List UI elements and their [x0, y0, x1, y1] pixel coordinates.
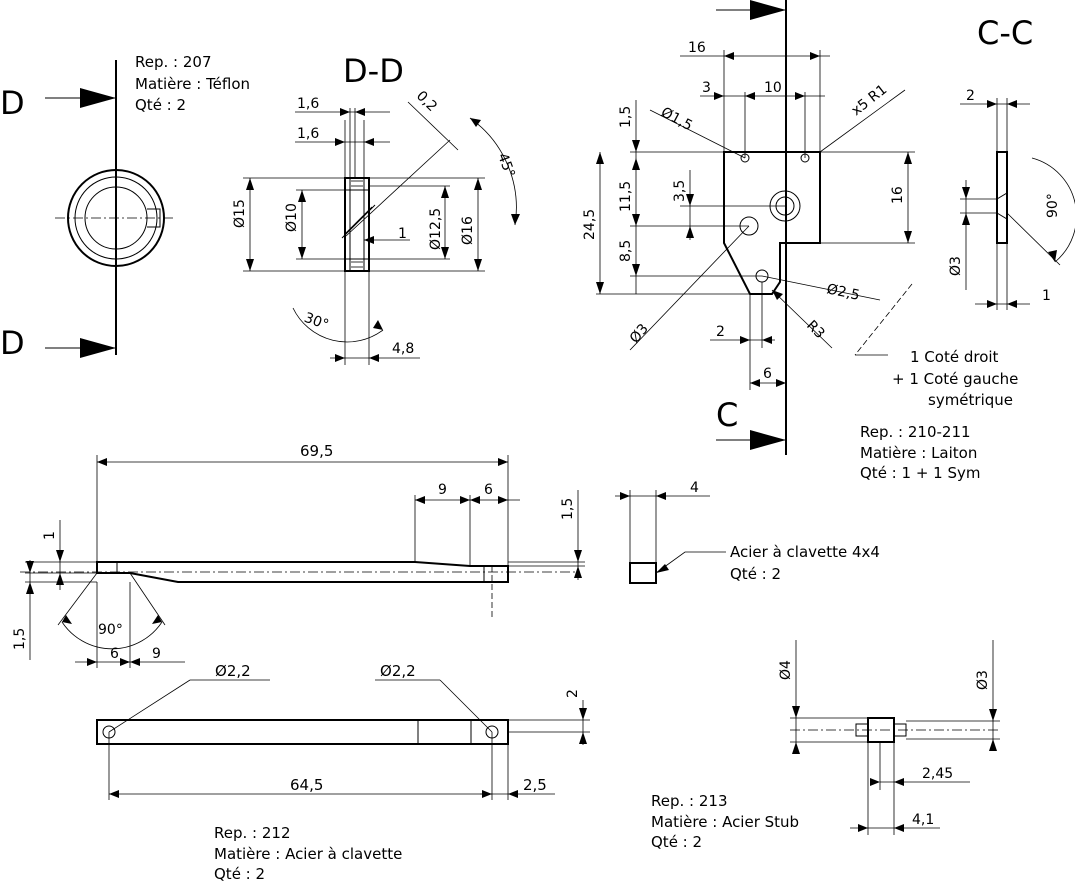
lever-side-outline: [96, 561, 509, 583]
lever-dim-1: 1: [42, 531, 58, 540]
rep212-material: Matière : Acier à clavette: [214, 845, 402, 863]
dd-dim-1-6-a: 1,6: [297, 96, 319, 112]
cc-dim-90deg: 90°: [1045, 193, 1061, 218]
section-label-c: C: [716, 396, 738, 434]
cc-dim-1: 1: [1042, 288, 1051, 304]
lever-dim-d2-2-b: Ø2,2: [380, 662, 416, 680]
key-4x4-view: 4 Acier à clavette 4x4 Qté : 2: [615, 480, 880, 584]
pin-dim-d3: Ø3: [975, 670, 991, 690]
pin-dim-4-1: 4,1: [912, 812, 934, 828]
cc-dim-d3: Ø3: [948, 256, 964, 276]
bracket-dim-3: 3: [702, 80, 711, 96]
section-cc-title: C-C: [977, 14, 1033, 52]
bracket-210-view: C 16 3 10 x5 R1 Ø1,5 24,5 1: [582, 0, 1018, 482]
pin-213-view: Ø4 Ø3 2,45 4,1 Rep. : 213 Matière : Acie…: [651, 640, 1000, 851]
lever-side-view: 69,5 9 6 1,5 1 1,5 90: [12, 442, 585, 668]
lever-dim-9-b: 9: [152, 646, 161, 662]
dd-dim-d15: Ø15: [232, 199, 248, 228]
pin-dim-d4: Ø4: [778, 660, 794, 680]
bracket-dim-2: 2: [716, 324, 725, 340]
dd-dim-30deg: 30°: [302, 310, 331, 334]
rep210-qty: Qté : 1 + 1 Sym: [860, 464, 980, 482]
bracket-dim-8-5: 8,5: [618, 240, 634, 262]
section-dd-view: D-D 1,6 1,6 0,2 45°: [232, 52, 520, 365]
rep212-qty: Qté : 2: [214, 865, 265, 881]
rep210-ref: Rep. : 210-211: [860, 423, 971, 441]
bracket-dim-3-5: 3,5: [672, 180, 688, 202]
rep213-qty: Qté : 2: [651, 833, 702, 851]
bracket-dim-24-5: 24,5: [582, 209, 598, 240]
rep213-material: Matière : Acier Stub: [651, 813, 799, 831]
bracket-dim-16-v: 16: [890, 186, 906, 204]
rep207-qty: Qté : 2: [135, 96, 186, 114]
key-note-material: Acier à clavette 4x4: [730, 543, 880, 561]
section-arrow-top: [80, 88, 116, 108]
bracket-dim-6: 6: [763, 366, 772, 382]
dd-dim-1-6-b: 1,6: [297, 126, 319, 142]
rep207-ref: Rep. : 207: [135, 53, 212, 71]
section-cc-view: C-C 2 Ø3 90° 1: [948, 14, 1075, 310]
bracket-dim-16: 16: [688, 40, 706, 56]
bracket-dim-11-5: 11,5: [618, 181, 634, 212]
dd-dim-45deg: 45°: [494, 151, 518, 180]
lever-dim-90deg: 90°: [98, 622, 123, 638]
section-label-d-top: D: [0, 84, 25, 122]
lever-dim-d2-2-a: Ø2,2: [215, 662, 251, 680]
dd-ring-section: [344, 177, 370, 272]
dd-dim-d10: Ø10: [284, 203, 300, 232]
pin-dim-2-45: 2,45: [922, 766, 953, 782]
lever-dim-2-5: 2,5: [523, 776, 547, 794]
bracket-dim-d3: Ø3: [627, 321, 652, 347]
side-note-3: symétrique: [928, 391, 1013, 409]
rep213-ref: Rep. : 213: [651, 792, 728, 810]
bracket-dim-d2-5: Ø2,5: [825, 281, 861, 304]
dd-dim-4-8: 4,8: [392, 341, 414, 357]
bracket-dim-10: 10: [764, 80, 782, 96]
side-note-2: + 1 Coté gauche: [892, 370, 1018, 388]
rep210-material: Matière : Laiton: [860, 444, 977, 462]
bracket-outline: [723, 151, 821, 295]
section-label-d-bottom: D: [0, 324, 25, 362]
bracket-dim-r3: R3: [803, 318, 827, 342]
dd-dim-d16: Ø16: [460, 216, 476, 245]
key-block: [629, 562, 657, 584]
lever-dim-6-b: 6: [110, 646, 119, 662]
bracket-dim-x5r1: x5 R1: [849, 82, 891, 119]
lever-top-outline: [96, 719, 509, 745]
bracket-dim-1-5-v: 1,5: [618, 106, 634, 128]
key-dim-4: 4: [690, 480, 699, 496]
dd-dim-1: 1: [398, 226, 407, 242]
rep207-material: Matière : Téflon: [135, 75, 250, 93]
lever-dim-9-a: 9: [438, 482, 447, 498]
cc-dim-2: 2: [966, 88, 975, 104]
lever-dim-64-5: 64,5: [290, 776, 323, 794]
lever-dim-6-a: 6: [484, 482, 493, 498]
cc-plate-section: [996, 151, 1008, 244]
section-arrow-bottom: [80, 338, 116, 358]
lever-dim-1-5-r: 1,5: [560, 498, 576, 520]
part-207-front-view: D D Rep. : 207 Matière : Téflon Qté : 2: [0, 53, 250, 362]
lever-dim-69-5: 69,5: [300, 442, 333, 460]
lever-top-view: Ø2,2 Ø2,2 2 64,5 2,5 Rep. : 212 Matière …: [96, 662, 590, 881]
dd-dim-d12-5: Ø12,5: [428, 208, 444, 250]
rep212-ref: Rep. : 212: [214, 824, 291, 842]
lever-dim-1-5-l: 1,5: [12, 628, 28, 650]
section-dd-title: D-D: [343, 52, 404, 90]
side-note-1: 1 Coté droit: [910, 348, 999, 366]
lever-dim-2: 2: [565, 689, 581, 698]
key-note-qty: Qté : 2: [730, 565, 781, 583]
bracket-dim-d1-5: Ø1,5: [658, 104, 695, 134]
